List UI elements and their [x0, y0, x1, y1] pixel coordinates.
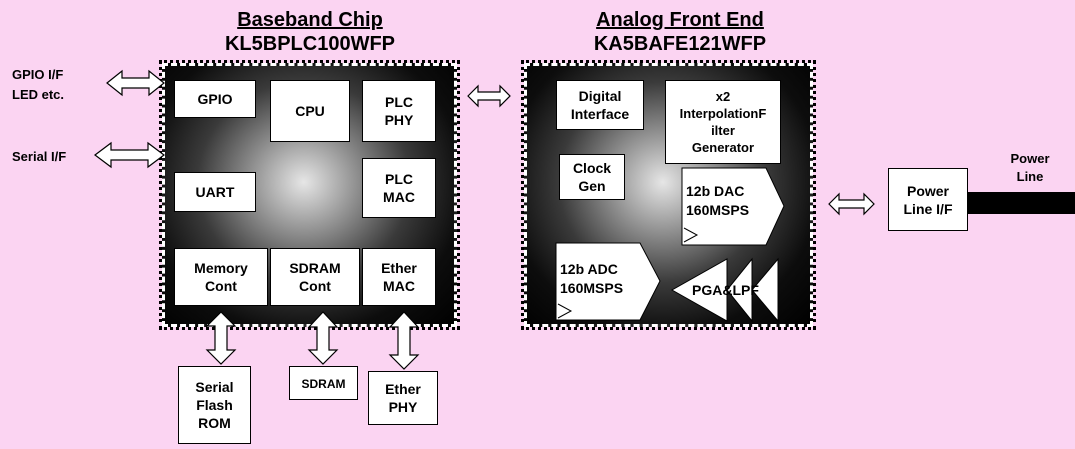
adc-label-line2: 160MSPS — [560, 280, 623, 296]
chip-link-double-arrow — [467, 84, 511, 108]
sdram-double-arrow — [307, 311, 339, 365]
dac-label-line2: 160MSPS — [686, 202, 749, 218]
ether-phy-double-arrow — [388, 311, 420, 370]
memory-cont-block: Memory Cont — [174, 248, 268, 306]
dac-label-line1: 12b DAC — [686, 183, 744, 199]
baseband-title-text: Baseband Chip — [237, 9, 383, 31]
baseband-part-number: KL5BPLC100WFP — [224, 33, 396, 55]
plc-mac-block: PLC MAC — [362, 158, 436, 218]
baseband-title: Baseband Chip KL5BPLC100WFP — [160, 8, 460, 56]
dac-block: 12b DAC 160MSPS — [681, 167, 785, 246]
digital-interface-block: Digital Interface — [556, 80, 644, 130]
serial-flash-rom-box: Serial Flash ROM — [178, 366, 251, 444]
clock-gen-block: Clock Gen — [559, 154, 625, 200]
interpolation-filter-block: x2 InterpolationF ilter Generator — [665, 80, 781, 164]
serial-if-label: Serial I/F — [12, 149, 67, 164]
afe-title: Analog Front End KA5BAFE121WFP — [525, 8, 835, 56]
power-line-cable — [968, 192, 1075, 214]
gpio-block: GPIO — [174, 80, 256, 118]
power-line-label: Power Line — [1010, 151, 1050, 184]
gpio-if-label: GPIO I/F LED etc. — [12, 67, 65, 102]
afe-part-number: KA5BAFE121WFP — [593, 33, 767, 55]
ether-phy-box: Ether PHY — [368, 371, 438, 425]
gpio-double-arrow — [106, 69, 165, 97]
memory-flash-double-arrow — [205, 311, 237, 365]
serial-double-arrow — [94, 141, 165, 169]
uart-block: UART — [174, 172, 256, 212]
cpu-block: CPU — [270, 80, 350, 142]
sdram-cont-block: SDRAM Cont — [270, 248, 360, 306]
pga-lpf-block: PGA&LPF — [670, 257, 779, 323]
pga-lpf-label: PGA&LPF — [692, 282, 759, 298]
adc-label-line1: 12b ADC — [560, 261, 618, 277]
adc-block: 12b ADC 160MSPS — [555, 242, 661, 321]
sdram-box: SDRAM — [289, 366, 358, 400]
ether-mac-block: Ether MAC — [362, 248, 436, 306]
power-line-if-box: Power Line I/F — [888, 168, 968, 231]
afe-title-text: Analog Front End — [596, 9, 764, 31]
afe-power-double-arrow — [828, 192, 875, 216]
plc-phy-block: PLC PHY — [362, 80, 436, 142]
